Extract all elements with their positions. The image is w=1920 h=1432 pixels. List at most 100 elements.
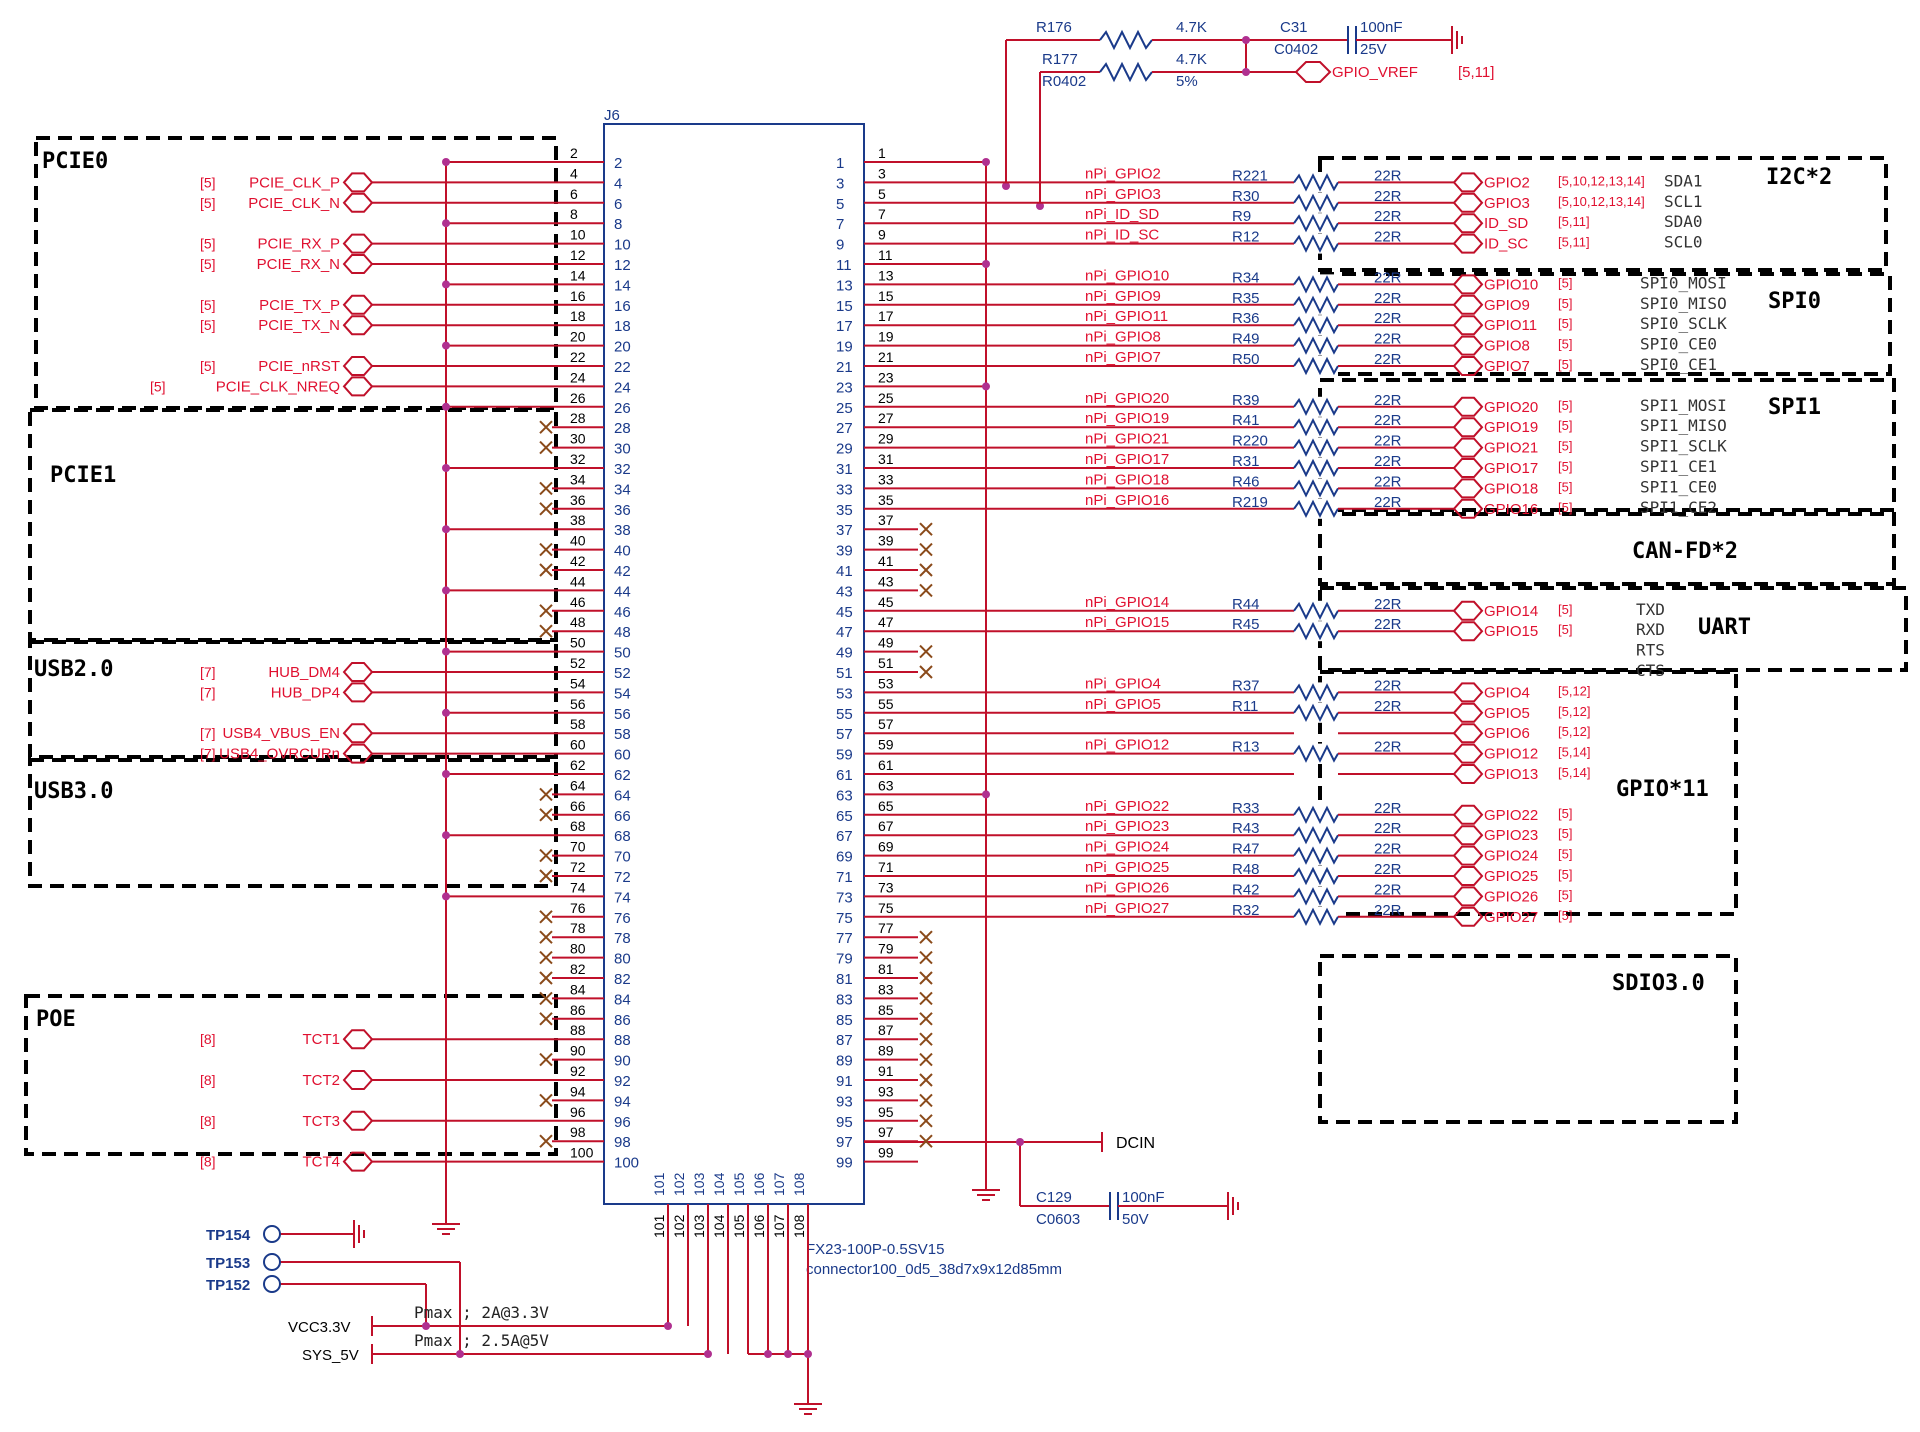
port-ref: [5]: [1558, 398, 1572, 413]
resistor-ref: R32: [1232, 902, 1260, 919]
no-connect-mark: [539, 604, 553, 618]
vref-port: [1294, 61, 1332, 83]
port-symbol: [1452, 458, 1484, 478]
pin-number-outer: 84: [570, 981, 586, 997]
port-symbol: [1452, 315, 1484, 336]
junction: [982, 382, 990, 391]
pin-number-outer: 43: [878, 573, 894, 589]
net-name: nPi_GPIO14: [1085, 594, 1169, 611]
bottom-pin-number: 102: [671, 1172, 687, 1196]
pin-number-inner: 39: [836, 543, 853, 560]
pin-number-outer: 62: [570, 757, 586, 773]
resistor: [1293, 356, 1339, 376]
port-symbol: [1452, 437, 1484, 458]
pin-number-inner: 25: [836, 400, 853, 417]
resistor: [1293, 846, 1339, 865]
net-name: nPi_GPIO5: [1085, 696, 1161, 713]
no-connect-mark: [539, 869, 553, 883]
pin-number-inner: 59: [836, 747, 853, 764]
junction: [442, 219, 450, 228]
resistor-value: 22R: [1374, 820, 1402, 837]
signal-ref: [5]: [200, 297, 216, 313]
ground-rails: [445, 161, 987, 1210]
pin-number-outer: 48: [570, 614, 586, 630]
resistor: [1293, 703, 1339, 723]
port-ref: [5]: [1558, 357, 1572, 372]
pin-number-inner: 96: [614, 1114, 631, 1131]
pin-number-inner: 84: [614, 991, 631, 1008]
pin-number-inner: 71: [836, 869, 853, 886]
group-title-spi1: SPI1: [1768, 395, 1821, 420]
dcin-cap-gnd: [1213, 1191, 1239, 1221]
port-ref: [5]: [1558, 459, 1572, 474]
pin-number-inner: 94: [614, 1093, 631, 1110]
no-connect-mark: [919, 1032, 933, 1046]
left-signals: PCIE_CLK_P[5]PCIE_CLK_N[5]PCIE_RX_P[5]PC…: [150, 172, 552, 1172]
c31-pkg: C0402: [1274, 41, 1318, 58]
pin-number-inner: 85: [836, 1012, 853, 1029]
bottom-pin-label: 105: [731, 1214, 747, 1238]
no-connect-mark: [539, 563, 553, 577]
function-label: SPI1_CE1: [1640, 457, 1717, 476]
c129-val: 100nF: [1122, 1189, 1165, 1206]
function-label: RXD: [1636, 620, 1665, 639]
bottom-pin-number: 108: [791, 1172, 807, 1196]
port-name: GPIO12: [1484, 746, 1538, 763]
pin-number-inner: 68: [614, 828, 631, 845]
pin-number-inner: 2: [614, 155, 622, 172]
resistor-value: 22R: [1374, 188, 1402, 205]
signal-ref: [7]: [200, 725, 216, 741]
pin-number-outer: 28: [570, 410, 586, 426]
pin-number-inner: 47: [836, 624, 853, 641]
resistor: [1293, 315, 1339, 335]
resistor-ref: R47: [1232, 841, 1260, 858]
function-label: SPI1_MOSI: [1640, 396, 1727, 415]
pin-number-inner: 76: [614, 910, 631, 927]
no-connect-mark: [919, 522, 933, 536]
function-label: SCL0: [1664, 233, 1703, 252]
pin-number-inner: 5: [836, 196, 844, 213]
port-symbol: [1452, 498, 1484, 519]
c31-ref: C31: [1280, 19, 1308, 36]
pin-number-outer: 21: [878, 349, 894, 365]
pin-number-outer: 100: [570, 1145, 594, 1161]
resistor-ref: R49: [1232, 331, 1260, 348]
signal-name: PCIE_CLK_P: [249, 174, 340, 191]
no-connect-mark: [919, 542, 933, 557]
bottom-gnd: [793, 1389, 823, 1415]
pin-number-inner: 9: [836, 237, 844, 254]
function-label: TXD: [1636, 600, 1665, 619]
pin-number-inner: 50: [614, 645, 631, 662]
net-name: nPi_GPIO20: [1085, 390, 1169, 407]
junction: [442, 586, 450, 595]
pin-number-outer: 2: [570, 145, 578, 161]
port-symbol: [1452, 702, 1484, 723]
resistor-ref: R36: [1232, 310, 1260, 327]
gnd-symbol-right: [971, 1175, 1001, 1201]
signal-name: PCIE_TX_N: [258, 317, 340, 334]
group-title-gpio: GPIO*11: [1616, 777, 1709, 802]
resistor-ref: R42: [1232, 881, 1260, 898]
pin-number-inner: 26: [614, 400, 631, 417]
pin-number-inner: 44: [614, 583, 631, 600]
port-ref: [5]: [1558, 337, 1572, 352]
resistor: [1293, 275, 1339, 294]
pin-number-inner: 89: [836, 1053, 853, 1070]
pin-number-outer: 76: [570, 900, 586, 916]
pin-number-outer: 5: [878, 186, 886, 202]
resistor: [1293, 336, 1339, 355]
no-connect-mark: [919, 1052, 933, 1067]
resistor-ref: R31: [1232, 453, 1260, 470]
pin-number-inner: 35: [836, 502, 853, 519]
resistor-ref: R11: [1232, 698, 1258, 715]
pin-number-outer: 83: [878, 981, 894, 997]
port-symbol: [342, 294, 374, 315]
resistor-value: 22R: [1374, 229, 1402, 246]
port-ref: [5,12]: [1558, 724, 1591, 739]
port-ref: [5]: [1558, 806, 1572, 821]
no-connect-mark: [539, 1052, 553, 1067]
pin-number-inner: 20: [614, 339, 631, 356]
resistor-value: 22R: [1374, 902, 1402, 919]
pin-number-inner: 24: [614, 379, 631, 396]
